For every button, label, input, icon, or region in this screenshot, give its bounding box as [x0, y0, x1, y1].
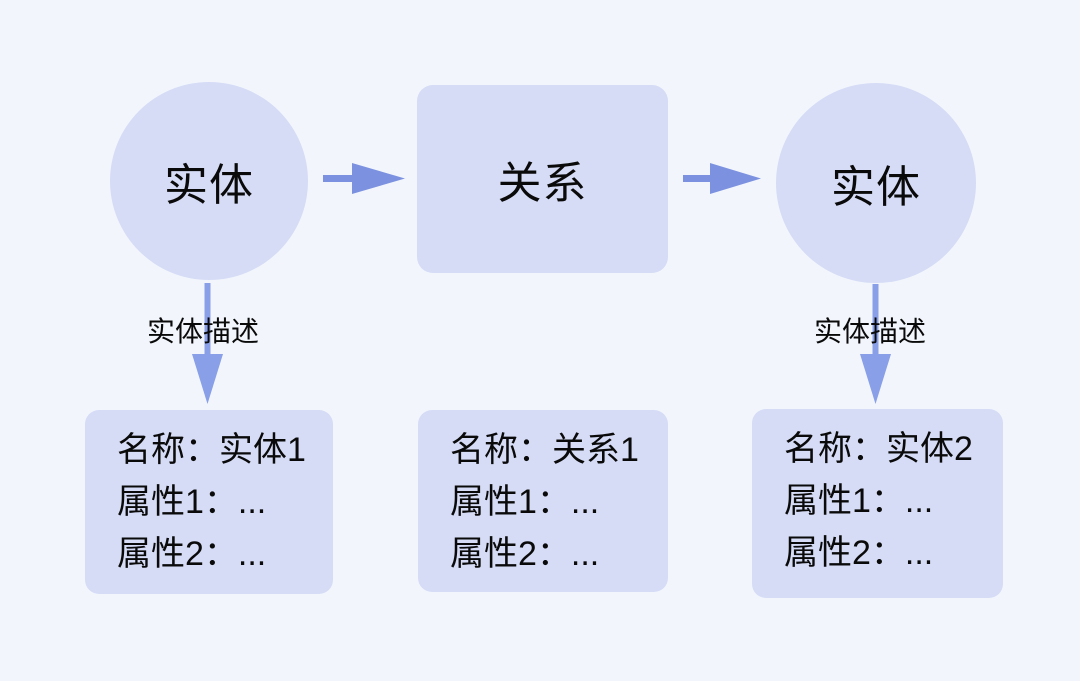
entity-node-right: 实体 — [776, 83, 976, 283]
entity-node-right-label: 实体 — [831, 163, 921, 212]
entity2-name-line: 名称：实体2 — [784, 430, 973, 468]
entity2-attribute-card: 名称：实体2 属性1：... 属性2：... — [752, 409, 1003, 598]
arrow-entity-right-to-card — [860, 284, 891, 404]
arrow-relation-to-entity-right — [683, 163, 761, 194]
relation-node: 关系 — [417, 85, 668, 273]
entity1-attr1-line: 属性1：... — [117, 483, 267, 521]
relation1-attribute-card: 名称：关系1 属性1：... 属性2：... — [418, 410, 668, 592]
entity1-name-line: 名称：实体1 — [117, 431, 306, 469]
relation-node-label: 关系 — [497, 159, 588, 208]
relation1-name-line: 名称：关系1 — [450, 431, 639, 469]
entity-node-left-label: 实体 — [164, 161, 254, 210]
entity-node-left: 实体 — [110, 82, 308, 280]
relation1-attr1-line: 属性1：... — [450, 483, 600, 521]
arrow-head-icon — [192, 354, 223, 404]
entity1-attr2-line: 属性2：... — [117, 535, 267, 573]
relation1-attr2-line: 属性2：... — [450, 535, 600, 573]
arrow-head-icon — [710, 163, 761, 194]
entity2-attr2-line: 属性2：... — [784, 534, 934, 572]
arrow-entity-left-to-relation — [323, 163, 405, 194]
arrow-head-icon — [352, 163, 405, 194]
edge-label-entity-description-left: 实体描述 — [147, 316, 260, 347]
entity1-attribute-card: 名称：实体1 属性1：... 属性2：... — [85, 410, 333, 594]
entity2-attr1-line: 属性1：... — [784, 482, 934, 520]
edge-label-entity-description-right: 实体描述 — [814, 316, 927, 347]
arrow-entity-left-to-card — [192, 283, 223, 404]
arrow-head-icon — [860, 354, 891, 404]
